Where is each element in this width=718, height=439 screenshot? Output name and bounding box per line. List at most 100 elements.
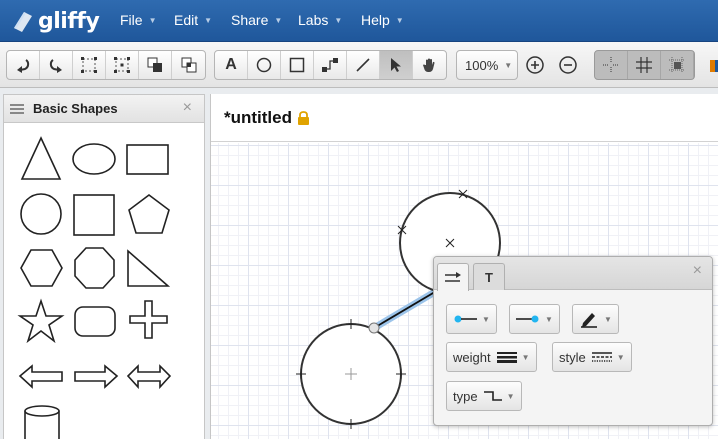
shapes-panel-header: Basic Shapes ×: [4, 95, 204, 123]
hand-tool-button[interactable]: [413, 51, 446, 79]
send-back-button[interactable]: [172, 51, 205, 79]
grid-snap-icon: [669, 57, 685, 73]
menu-labs-label: Labs: [298, 12, 329, 28]
menu-share[interactable]: Share▼: [231, 12, 282, 28]
chevron-down-icon: ▼: [545, 314, 553, 324]
shapes-grid: [17, 136, 172, 439]
ungroup-icon: [114, 57, 130, 73]
text-tool-button[interactable]: A: [215, 51, 248, 79]
gliffy-logo[interactable]: gliffy: [10, 6, 100, 36]
bring-front-icon: [147, 57, 162, 72]
orthogonal-line-icon: [483, 391, 502, 401]
connector-tool-button[interactable]: [314, 51, 347, 79]
toolbar: A 100%▼: [0, 42, 718, 88]
zoom-in-icon[interactable]: [525, 55, 545, 75]
square-shape: [73, 194, 115, 236]
start-endpoint-icon: [454, 315, 477, 323]
chevron-down-icon: ▼: [482, 314, 490, 324]
menu-help-label: Help: [361, 12, 390, 28]
close-icon[interactable]: ×: [182, 99, 192, 116]
circle-shape: [20, 193, 62, 235]
chevron-down-icon: ▼: [604, 314, 612, 324]
connector-icon: [322, 58, 338, 72]
undo-button[interactable]: [7, 51, 40, 79]
snap-icon: [603, 57, 619, 73]
line-style-icon: [591, 352, 612, 362]
grid-snap-button[interactable]: [661, 51, 694, 79]
drag-handle-icon[interactable]: [10, 103, 24, 114]
cross-shape: [129, 300, 168, 339]
chevron-down-icon: ▼: [204, 15, 213, 25]
line-style-select[interactable]: style ▼: [552, 342, 632, 372]
shapes-panel: Basic Shapes ×: [3, 94, 205, 439]
close-icon[interactable]: ×: [692, 262, 702, 279]
end-arrow-select[interactable]: ▼: [509, 304, 560, 334]
hexagon-shape: [20, 249, 63, 287]
line-color-select[interactable]: ▼: [572, 304, 619, 334]
chevron-down-icon: ▼: [334, 15, 343, 25]
pen-icon: [581, 313, 597, 328]
right-arrow-shape: [74, 364, 119, 389]
chevron-down-icon: ▼: [616, 352, 625, 362]
menu-share-label: Share: [231, 12, 269, 28]
gliffy-logo-icon: [14, 12, 32, 32]
octagon-shape: [74, 247, 115, 289]
menu-bar: gliffy File▼ Edit ▼ Share▼ Labs ▼ Help▼: [0, 0, 718, 42]
rounded-rectangle-shape: [74, 306, 116, 337]
zoom-select[interactable]: 100%▼: [456, 50, 518, 80]
rectangle-shape: [126, 144, 169, 175]
app-name: gliffy: [38, 8, 100, 34]
snap-button[interactable]: [595, 51, 628, 79]
line-weight-select[interactable]: weight ▼: [446, 342, 537, 372]
group-button[interactable]: [73, 51, 106, 79]
tab-text-properties[interactable]: T: [473, 263, 505, 290]
line-tab-icon: [445, 271, 461, 282]
menu-edit-label: Edit: [174, 12, 199, 28]
pentagon-shape: [128, 194, 170, 234]
line-icon: [356, 58, 370, 72]
ungroup-button[interactable]: [106, 51, 139, 79]
redo-button[interactable]: [40, 51, 73, 79]
send-back-icon: [181, 57, 196, 73]
tab-line-properties[interactable]: [437, 263, 469, 291]
menu-edit[interactable]: Edit ▼: [174, 12, 212, 28]
line-properties-popup: T × ▼ ▼ ▼ weight ▼ style ▼ type ▼: [433, 256, 713, 426]
menu-labs[interactable]: Labs ▼: [298, 12, 342, 28]
grid-icon: [636, 57, 652, 73]
ellipse-icon: [256, 57, 272, 73]
pointer-tool-button[interactable]: [380, 51, 413, 79]
grid-button[interactable]: [628, 51, 661, 79]
end-endpoint-icon: [516, 315, 539, 323]
ellipse-tool-button[interactable]: [248, 51, 281, 79]
rectangle-tool-button[interactable]: [281, 51, 314, 79]
tab-text-label: T: [485, 269, 493, 285]
right-triangle-shape: [127, 249, 171, 287]
left-arrow-shape: [18, 364, 63, 389]
bring-front-button[interactable]: [139, 51, 172, 79]
star-shape: [17, 298, 65, 344]
popup-tabs: T ×: [434, 257, 712, 291]
line-tool-button[interactable]: [347, 51, 380, 79]
zoom-out-icon[interactable]: [558, 55, 578, 75]
style-label: style: [559, 349, 586, 365]
cylinder-shape: [24, 411, 60, 439]
color-picker-chip[interactable]: [710, 60, 718, 72]
start-arrow-select[interactable]: ▼: [446, 304, 497, 334]
pointer-icon: [391, 58, 401, 72]
cylinder-top-shape: [24, 405, 60, 417]
triangle-shape: [20, 136, 62, 180]
undo-icon: [17, 59, 30, 73]
hand-icon: [422, 58, 434, 72]
rectangle-icon: [289, 57, 305, 73]
menu-file[interactable]: File▼: [120, 12, 156, 28]
edit-tool-group: [6, 50, 206, 80]
line-weight-icon: [496, 352, 517, 363]
chevron-down-icon: ▼: [521, 352, 530, 362]
type-label: type: [453, 388, 478, 404]
chevron-down-icon: ▼: [504, 60, 513, 70]
document-title[interactable]: *untitled: [224, 107, 292, 127]
line-type-select[interactable]: type ▼: [446, 381, 522, 411]
lock-icon[interactable]: [297, 110, 310, 125]
redo-icon: [49, 59, 62, 73]
menu-help[interactable]: Help▼: [361, 12, 404, 28]
